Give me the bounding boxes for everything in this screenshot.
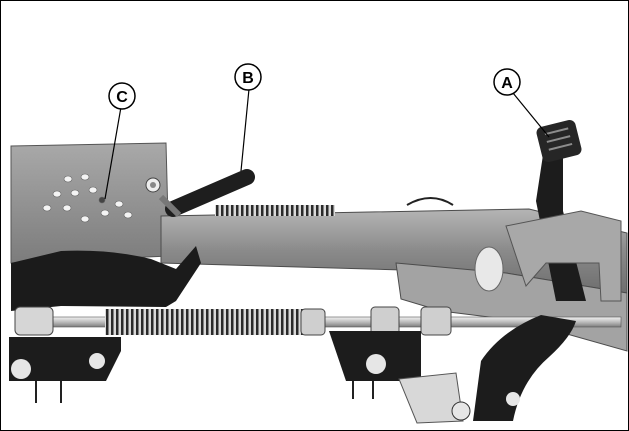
jam-nut xyxy=(420,306,452,336)
lower-spring xyxy=(105,309,305,335)
mounting-plate xyxy=(10,142,170,264)
latch-cam xyxy=(11,246,201,311)
link-plate xyxy=(398,372,464,424)
callout-c-leader xyxy=(104,106,122,200)
callout-b: B xyxy=(234,63,262,91)
pedal-support xyxy=(505,210,622,302)
tension-rod xyxy=(14,306,622,336)
adjuster-nut xyxy=(370,306,400,336)
lower-bracket-left xyxy=(9,337,121,403)
callout-b-leader xyxy=(240,88,250,172)
rod-end-fitting xyxy=(14,306,54,336)
lower-bracket-middle xyxy=(329,331,421,399)
spring-collar xyxy=(300,308,326,336)
callout-a: A xyxy=(493,68,521,96)
callout-a-label: A xyxy=(501,75,513,92)
callout-c: C xyxy=(108,82,136,110)
upper-spring xyxy=(215,205,335,216)
wire-loop xyxy=(406,197,454,206)
callout-c-label: C xyxy=(116,89,128,106)
plate-holes xyxy=(42,173,133,223)
lever-handle xyxy=(158,169,255,218)
callout-a-leader xyxy=(512,92,550,138)
callout-b-label: B xyxy=(242,70,254,87)
pedal-pad xyxy=(536,119,582,163)
